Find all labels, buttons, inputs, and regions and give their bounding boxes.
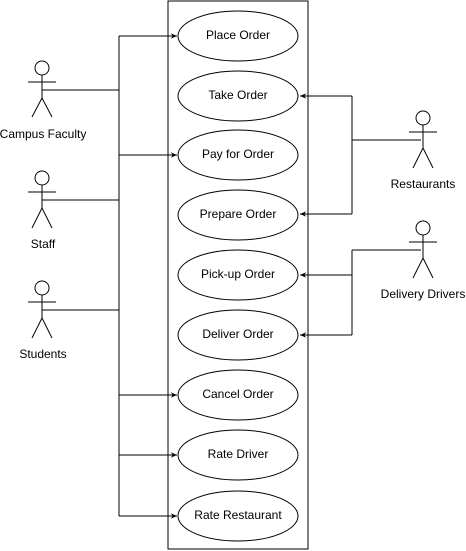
actor-label: Campus Faculty — [0, 127, 86, 141]
actor-students: Students — [19, 280, 67, 361]
actor-label: Students — [19, 347, 66, 361]
actor-campus-faculty: Campus Faculty — [0, 60, 86, 141]
use-case-place-order: Place Order — [177, 10, 299, 62]
actor-label: Staff — [31, 237, 56, 251]
actor-delivery-drivers: Delivery Drivers — [381, 220, 466, 301]
use-case-label: Prepare Order — [200, 207, 277, 221]
stick-figure-icon — [409, 220, 437, 279]
stick-figure-icon — [28, 170, 56, 229]
delivery-drivers-connectors — [300, 249, 421, 338]
use-case-rate-restaurant: Rate Restaurant — [177, 490, 299, 542]
use-case-deliver-order: Deliver Order — [177, 309, 299, 361]
use-case-label: Cancel Order — [202, 387, 273, 401]
use-case-label: Pay for Order — [202, 147, 274, 161]
use-case-label: Take Order — [208, 88, 267, 102]
actor-staff: Staff — [28, 170, 56, 251]
use-case-take-order: Take Order — [177, 70, 299, 122]
use-case-cancel-order: Cancel Order — [177, 369, 299, 421]
use-case-pick-up-order: Pick-up Order — [177, 249, 299, 301]
use-case-label: Place Order — [206, 28, 270, 42]
stick-figure-icon — [28, 280, 56, 339]
use-case-rate-driver: Rate Driver — [177, 429, 299, 481]
use-case-prepare-order: Prepare Order — [177, 189, 299, 241]
stick-figure-icon — [28, 60, 56, 118]
customer-connectors — [42, 33, 177, 519]
use-case-label: Deliver Order — [202, 327, 273, 341]
restaurants-connectors — [300, 93, 421, 217]
use-case-pay-for-order: Pay for Order — [177, 129, 299, 181]
stick-figure-icon — [409, 110, 437, 169]
use-case-label: Rate Restaurant — [194, 508, 282, 522]
use-case-label: Pick-up Order — [201, 267, 275, 281]
actor-restaurants: Restaurants — [391, 110, 456, 191]
use-case-label: Rate Driver — [208, 447, 269, 461]
actor-label: Restaurants — [391, 177, 456, 191]
actor-label: Delivery Drivers — [381, 287, 466, 301]
